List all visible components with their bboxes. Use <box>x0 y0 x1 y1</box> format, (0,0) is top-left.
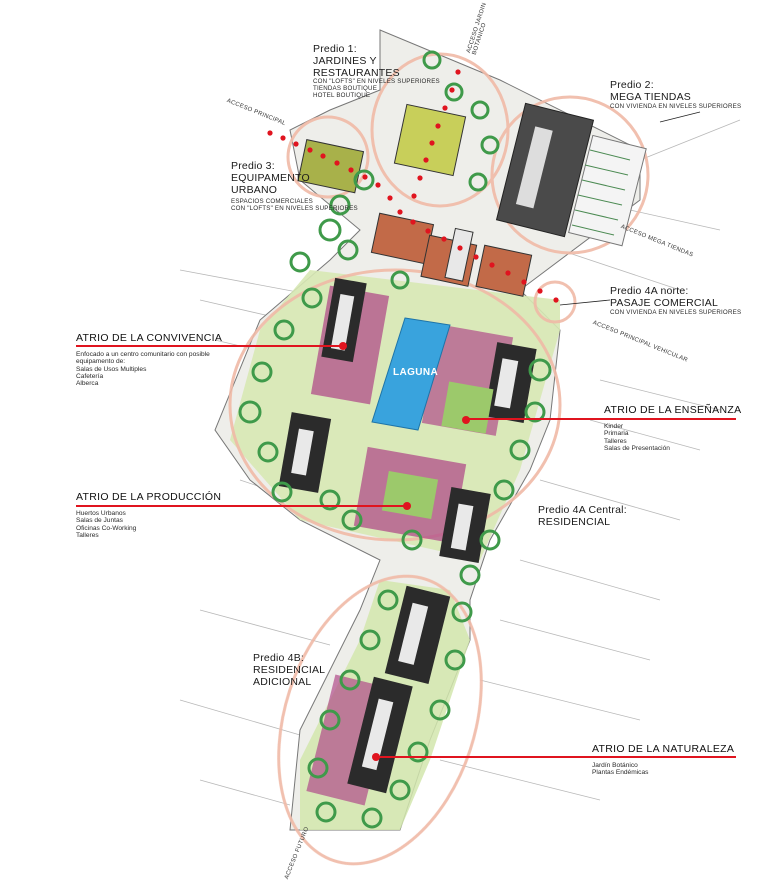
predio-4a-norte-label: Predio 4A norte: PASAJE COMERCIAL CON VI… <box>610 285 742 316</box>
atrio-produccion-label: ATRIO DE LA PRODUCCIÓN Huertos Urbanos S… <box>76 491 222 539</box>
atrio-convivencia-label: ATRIO DE LA CONVIVENCIA Enfocado a un ce… <box>76 332 223 388</box>
south-blocks <box>306 585 451 806</box>
laguna-pool <box>371 317 451 431</box>
central-blocks <box>278 277 537 563</box>
predio-4b-label: Predio 4B: RESIDENCIAL ADICIONAL <box>253 652 326 688</box>
predio-1-label: Predio 1: JARDINES Y RESTAURANTES CON "L… <box>313 43 440 100</box>
predio-2-label: Predio 2: MEGA TIENDAS CON VIVIENDA EN N… <box>610 79 742 110</box>
atrio-ensenanza-line <box>466 418 736 420</box>
north-buildings <box>297 102 647 297</box>
predio-4a-central-label: Predio 4A Central: RESIDENCIAL <box>538 504 627 528</box>
laguna-label: LAGUNA <box>393 367 439 378</box>
predio-3-label: Predio 3: EQUIPAMENTO URBANO ESPACIOS CO… <box>231 160 358 213</box>
zone-rings <box>228 52 650 866</box>
atrio-naturaleza-label: ATRIO DE LA NATURALEZA Jardín Botánico P… <box>592 743 735 777</box>
atrio-naturaleza-line <box>376 756 736 758</box>
access-route <box>267 69 559 303</box>
atrio-convivencia-marker <box>339 342 347 350</box>
leader-lines <box>559 111 701 306</box>
tree-canopy <box>238 50 552 829</box>
atrio-ensenanza-label: ATRIO DE LA ENSEÑANZA Kinder Primaria Ta… <box>604 404 742 452</box>
parking-hatch <box>571 149 631 236</box>
atrio-produccion-line <box>76 505 407 507</box>
atrio-convivencia-line <box>76 345 343 347</box>
atrio-produccion-marker <box>403 502 411 510</box>
